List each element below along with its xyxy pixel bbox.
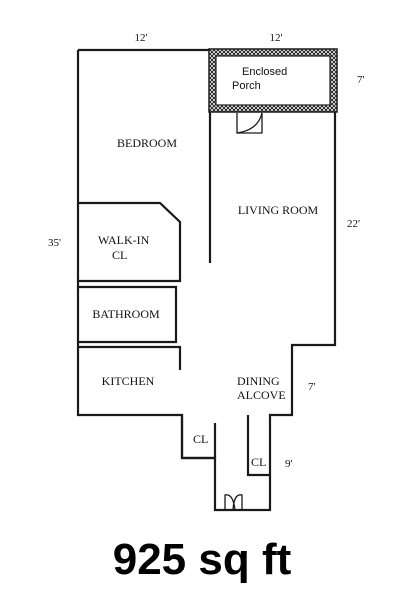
walkin-label-line2: CL [112, 248, 127, 262]
living-room-label: LIVING ROOM [238, 203, 319, 217]
right-closet-walls [246, 415, 270, 477]
dim-dining-length: 7' [308, 381, 316, 393]
entry-door [224, 494, 243, 511]
dim-porch-height: 7' [357, 74, 365, 86]
dim-living-length: 22' [347, 218, 360, 230]
dim-top-left: 12' [135, 32, 148, 44]
bathroom-label: BATHROOM [92, 307, 160, 321]
kitchen-walls [78, 345, 182, 370]
porch-label-line2: Porch [232, 80, 261, 92]
porch-door [236, 112, 263, 134]
porch-label-line1: Enclosed [242, 66, 287, 78]
closet-left-label: CL [193, 432, 208, 446]
left-closet-walls [180, 415, 217, 460]
walkin-label-line1: WALK-IN [98, 233, 150, 247]
closet-right-label: CL [251, 455, 266, 469]
enclosed-porch [208, 48, 338, 113]
bathroom-walls [78, 285, 178, 344]
dining-label-line2: ALCOVE [237, 388, 286, 402]
dining-label-line1: DINING [237, 374, 280, 388]
total-area-label: 925 sq ft [112, 535, 292, 584]
walkin-closet-walls [78, 201, 182, 283]
bedroom-label: BEDROOM [117, 136, 177, 150]
kitchen-label: KITCHEN [102, 374, 155, 388]
dim-left-length: 35' [48, 237, 61, 249]
dim-closet-length: 9' [285, 458, 293, 470]
dim-top-right: 12' [270, 32, 283, 44]
